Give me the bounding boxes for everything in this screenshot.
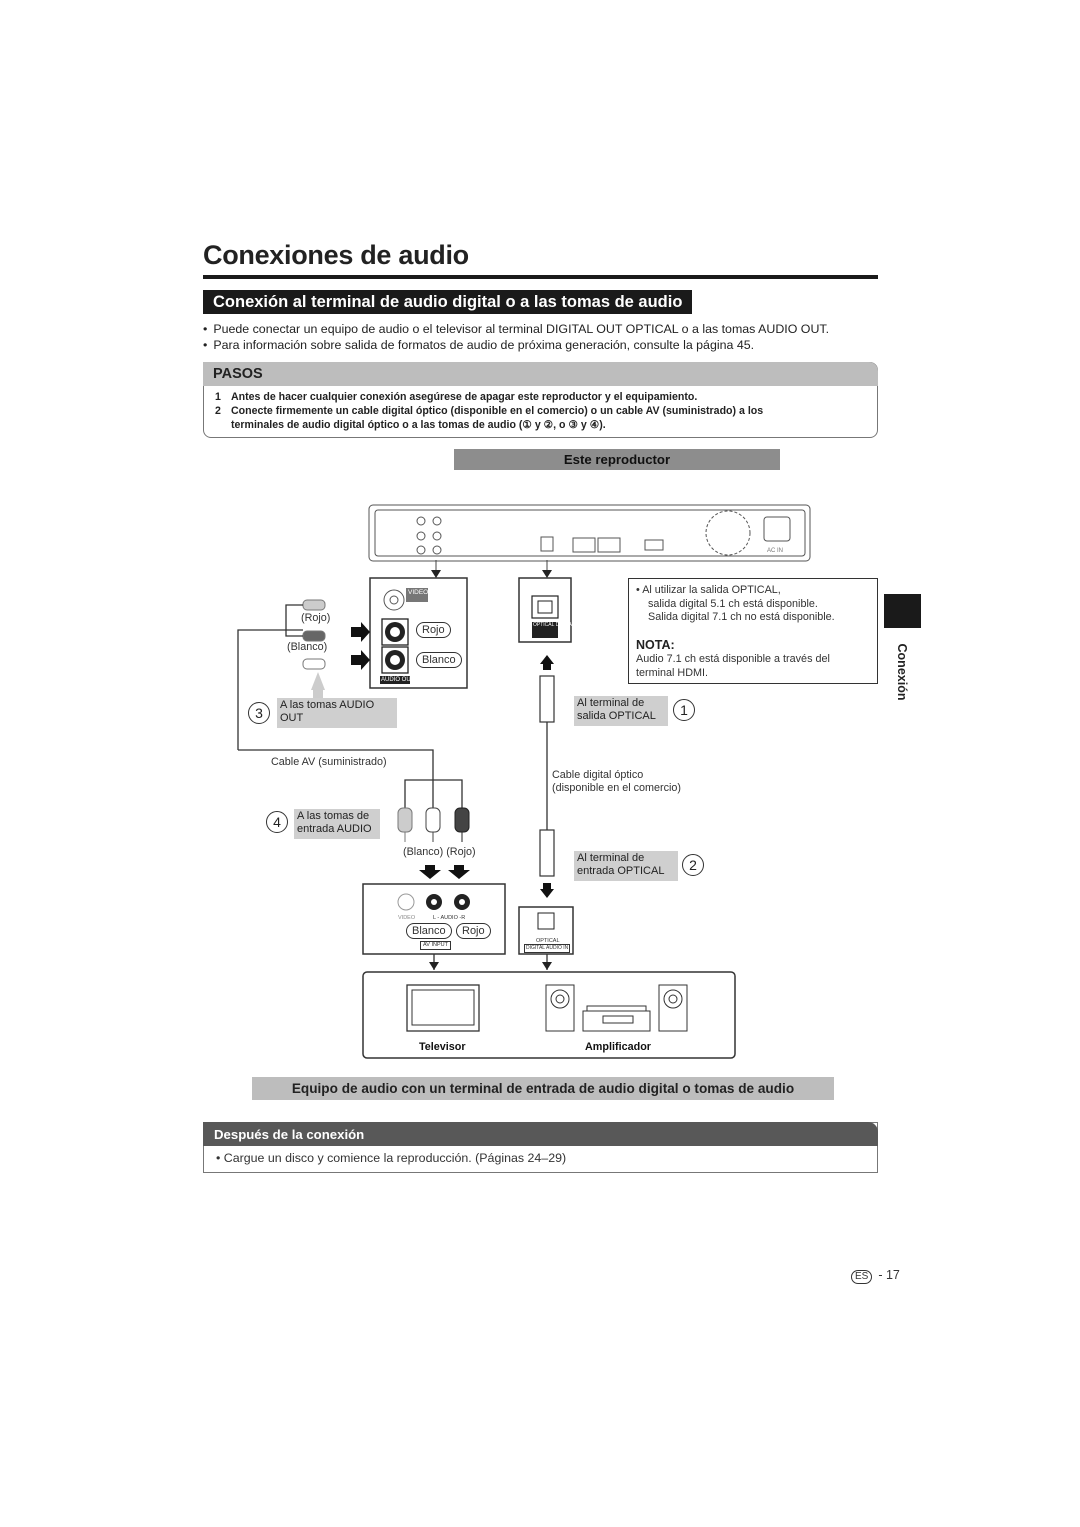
nota-bullet-text: Al utilizar la salida OPTICAL, xyxy=(642,584,781,596)
despues-label: Después de la conexión xyxy=(214,1127,365,1142)
section-heading: Conexión al terminal de audio digital o … xyxy=(203,290,693,314)
blanco-input-label: Blanco xyxy=(406,923,452,939)
equipo-caption: Equipo de audio con un terminal de entra… xyxy=(252,1077,834,1100)
side-tab-label: Conexión xyxy=(895,643,909,701)
nota-bullet-line1: • Al utilizar la salida OPTICAL, xyxy=(636,584,781,596)
optical-digital-out-label: OPTICAL DIGITAL OUT xyxy=(533,622,587,628)
audio-out-callout: A las tomas AUDIO OUT xyxy=(277,698,397,728)
cable-av-label: Cable AV (suministrado) xyxy=(271,756,387,768)
step-3-marker: 3 xyxy=(248,702,270,724)
player-label-box: Este reproductor xyxy=(454,449,780,470)
optical-out-callout-line2: salida OPTICAL xyxy=(577,710,656,722)
tv-icon xyxy=(406,984,480,1032)
intro-bullet-2: Para información sobre salida de formato… xyxy=(203,338,754,352)
nota-text-line1: Audio 7.1 ch está disponible a través de… xyxy=(636,653,830,665)
step-text: terminales de audio digital óptico o a l… xyxy=(231,419,606,431)
page-title: Conexiones de audio xyxy=(203,240,469,270)
step-2: 2 Conecte firmemente un cable digital ópt… xyxy=(215,405,763,417)
pasos-header xyxy=(203,362,878,386)
player-rear-panel-icon xyxy=(368,504,811,562)
audio-out-label: AUDIO OUT xyxy=(381,677,415,683)
speaker-icon-right xyxy=(658,984,688,1032)
speaker-icon-left xyxy=(545,984,575,1032)
step-number: 2 xyxy=(215,405,221,417)
blanco-jack-label: Blanco xyxy=(416,652,462,668)
despues-bullet: • Cargue un disco y comience la reproduc… xyxy=(216,1151,567,1165)
digital-audio-in-label: DIGITAL AUDIO IN xyxy=(524,944,571,953)
step-2-cont: terminales de audio digital óptico o a l… xyxy=(215,419,606,431)
video-input-label: VIDEO xyxy=(398,915,416,921)
cable-optico-line1: Cable digital óptico xyxy=(552,769,644,781)
step-text: Antes de hacer cualquier conexión asegúr… xyxy=(231,391,698,403)
rojo-jack-label: Rojo xyxy=(416,622,451,638)
step-number: 1 xyxy=(215,391,221,403)
audio-in-callout: A las tomas de entrada AUDIO xyxy=(294,809,380,839)
step-1: 1 Antes de hacer cualquier conexión asegú… xyxy=(215,391,697,403)
cable-optico-line2: (disponible en el comercio) xyxy=(552,782,682,794)
optical-in-callout-line1: Al terminal de xyxy=(577,852,645,864)
nota-text: Audio 7.1 ch está disponible a través de… xyxy=(636,653,830,680)
step-1-marker: 1 xyxy=(673,699,695,721)
nota-text-line2: terminal HDMI. xyxy=(636,666,708,679)
nota-title: NOTA: xyxy=(636,638,675,652)
ac-in-label: AC IN xyxy=(767,548,784,554)
blanco-plug-label: (Blanco) xyxy=(287,641,328,653)
optical-out-callout: Al terminal de salida OPTICAL xyxy=(574,696,668,726)
optical-out-callout-line1: Al terminal de xyxy=(577,697,645,709)
nota-bullet-line2: salida digital 5.1 ch está disponible. xyxy=(648,597,818,610)
audio-in-callout-line2: entrada AUDIO xyxy=(297,823,372,835)
nota-bullet: • Al utilizar la salida OPTICAL, salida … xyxy=(636,584,835,625)
intro-bullet-1: Puede conectar un equipo de audio o el t… xyxy=(203,322,829,336)
rojo-plug-label: (Rojo) xyxy=(301,612,331,624)
despues-header xyxy=(203,1122,878,1146)
optical-input-label: OPTICAL xyxy=(536,938,560,944)
televisor-label: Televisor xyxy=(419,1041,466,1053)
step-2-marker: 2 xyxy=(682,854,704,876)
step-4-marker: 4 xyxy=(266,811,288,833)
av-input-label: AV INPUT xyxy=(420,941,451,950)
side-tab-marker xyxy=(884,594,921,628)
page-number: ES - 17 xyxy=(851,1268,900,1284)
despues-bullet-text: Cargue un disco y comience la reproducci… xyxy=(223,1151,567,1165)
audio-in-callout-line1: A las tomas de xyxy=(297,810,370,822)
amplifier-icon xyxy=(582,1005,651,1032)
page-number-text: - 17 xyxy=(878,1268,900,1282)
amplificador-label: Amplificador xyxy=(585,1041,651,1053)
nota-box xyxy=(628,578,878,684)
optical-in-callout-line2: entrada OPTICAL xyxy=(577,865,665,877)
language-badge: ES xyxy=(851,1270,873,1284)
optical-in-callout: Al terminal de entrada OPTICAL xyxy=(574,851,678,881)
title-rule xyxy=(203,275,878,279)
nota-bullet-line3: Salida digital 7.1 ch no está disponible… xyxy=(648,611,835,623)
step-text: Conecte firmemente un cable digital ópti… xyxy=(231,405,764,417)
pasos-label: PASOS xyxy=(213,366,263,382)
rojo-input-label: Rojo xyxy=(456,923,491,939)
l-audio-r-label: L - AUDIO -R xyxy=(433,915,466,921)
blanco-rojo-label: (Blanco) (Rojo) xyxy=(403,846,476,858)
video-out-label: VIDEO OUT xyxy=(408,589,444,596)
